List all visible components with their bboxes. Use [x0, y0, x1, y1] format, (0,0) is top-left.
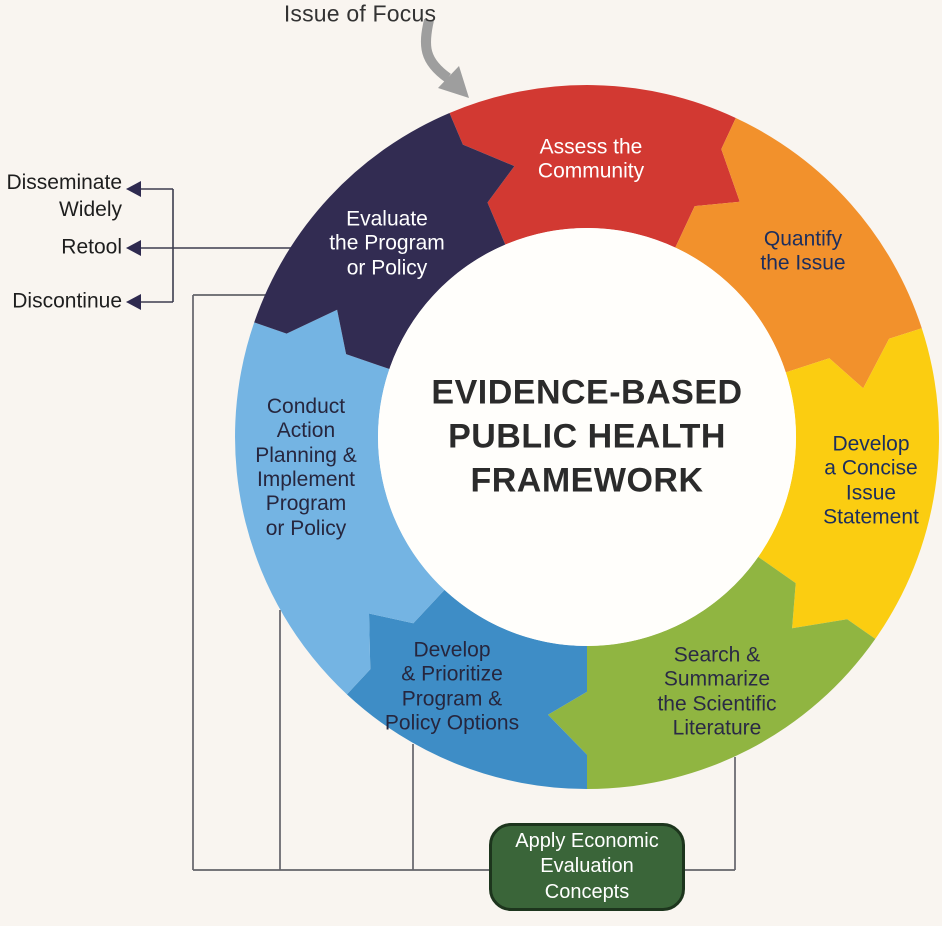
center-title: EVIDENCE-BASED PUBLIC HEALTH FRAMEWORK [431, 373, 743, 501]
segment-develop-a-concise-issue-statement [758, 328, 940, 639]
outcome-connector-lines [140, 188, 291, 303]
outcome-arrowheads [126, 181, 141, 310]
cycle-segments [235, 85, 940, 789]
segment-develop-and-prioritize-program-and-policy-options [346, 589, 587, 789]
outcome-label-discontinue: Discontinue [12, 289, 122, 313]
segment-conduct-action-planning-and-implement-program-or-policy [235, 309, 445, 695]
segment-label-search-and-summarize-the-scientific-literature: Search & Summarize the Scientific Litera… [657, 643, 777, 740]
issue-of-focus-label: Issue of Focus [283, 0, 437, 27]
segment-label-conduct-action-planning-and-implement-program-or-policy: Conduct Action Planning & Implement Prog… [255, 394, 357, 540]
economic-concepts-box: Apply Economic Evaluation Concepts [489, 823, 685, 911]
center-circle [378, 228, 796, 646]
segment-label-evaluate-the-program-or-policy: Evaluate the Program or Policy [329, 207, 445, 280]
retool-arrow-icon [126, 240, 141, 256]
segment-evaluate-the-program-or-policy [254, 113, 515, 369]
segment-label-quantify-the-issue: Quantify the Issue [760, 227, 846, 275]
economic-box-connector-lines [192, 294, 736, 871]
discontinue-arrow-icon [126, 294, 141, 310]
segment-label-develop-and-prioritize-program-and-policy-options: Develop & Prioritize Program & Policy Op… [384, 638, 520, 735]
segment-quantify-the-issue [675, 118, 922, 389]
disseminate-arrow-icon [126, 181, 141, 197]
segment-search-and-summarize-the-scientific-literature [548, 556, 876, 789]
segment-assess-the-community [449, 85, 740, 248]
segment-label-assess-the-community: Assess the Community [537, 135, 645, 183]
segment-label-develop-a-concise-issue-statement: Develop a Concise Issue Statement [823, 432, 919, 529]
outcome-label-retool: Retool [61, 235, 122, 259]
outcome-label-disseminate-widely: Disseminate Widely [6, 171, 122, 221]
issue-focus-arrow-icon [420, 18, 469, 98]
